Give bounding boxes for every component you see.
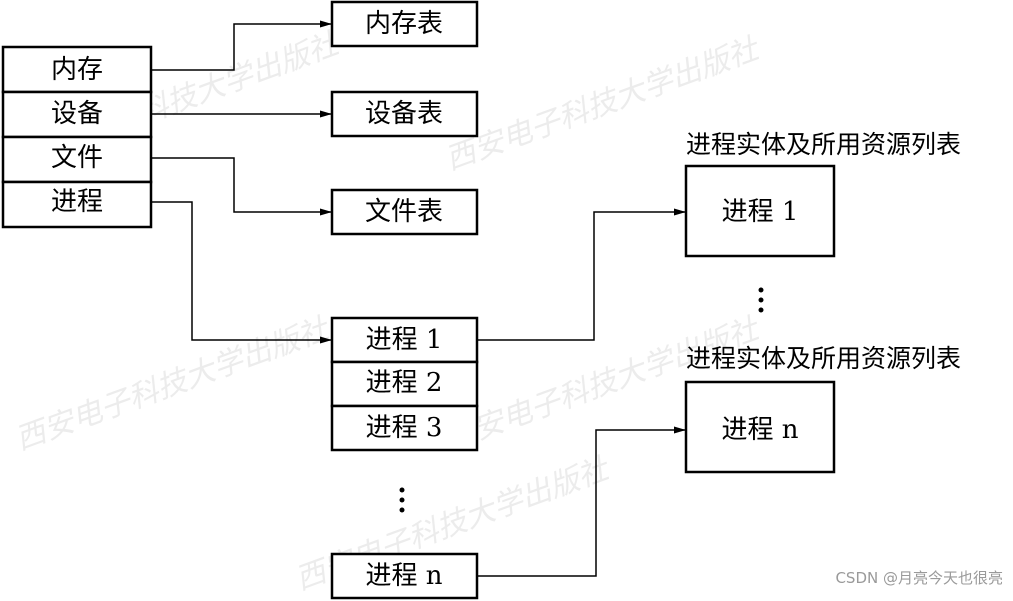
process-entities: 进程实体及所用资源列表 进程 1 进程实体及所用资源列表 进程 n — [684, 130, 961, 474]
memory-table-box — [330, 0, 479, 48]
process-entity-n-box — [684, 380, 836, 474]
process-entity-caption-1: 进程实体及所用资源列表 — [686, 130, 961, 159]
memory-table-label: 内存表 — [365, 9, 443, 39]
resource-index-file-box — [1, 135, 153, 184]
process-entity-caption-n: 进程实体及所用资源列表 — [686, 344, 961, 373]
process-table-entry-n-box — [330, 552, 479, 600]
connector-process-n-to-entity-n — [477, 426, 686, 577]
connector-file-to-file-table — [151, 157, 332, 216]
process-entity-1-box — [684, 164, 836, 258]
connector-process-to-process-table — [151, 201, 332, 344]
connector-memory-to-memory-table — [151, 20, 332, 71]
credit-text: CSDN @月亮今天也很亮 — [835, 569, 1003, 587]
file-table-box — [330, 188, 479, 236]
resource-index-file-label: 文件 — [51, 143, 103, 173]
connector-process-1-to-entity-1 — [477, 208, 686, 341]
process-table-ellipsis — [399, 487, 405, 513]
process-entity-n-label: 进程 n — [721, 415, 798, 445]
resource-index-list: 内存 设备 文件 进程 — [1, 45, 153, 229]
process-table-entry-n-label: 进程 n — [365, 561, 442, 591]
device-table-box — [330, 90, 479, 138]
process-entity-ellipsis — [758, 287, 764, 313]
process-table-entry-3-box — [330, 404, 479, 452]
resource-index-device-label: 设备 — [51, 99, 103, 129]
resource-index-memory-label: 内存 — [51, 55, 103, 85]
process-entity-1-label: 进程 1 — [722, 197, 799, 227]
file-table-label: 文件表 — [365, 197, 443, 227]
resource-index-process-label: 进程 — [51, 187, 103, 217]
connectors — [151, 20, 686, 577]
process-table-entry-2-label: 进程 2 — [366, 368, 443, 398]
resource-index-process-box — [1, 180, 153, 229]
process-table-entry-1-label: 进程 1 — [366, 325, 443, 355]
resource-tables: 内存表 设备表 文件表 — [330, 0, 479, 236]
process-table-entry-3-label: 进程 3 — [366, 413, 443, 443]
process-table: 进程 1 进程 2 进程 3 进程 n — [330, 316, 479, 600]
resource-index-memory-box — [1, 45, 153, 94]
watermark-text: 西安电子科技大学出版社 — [11, 311, 336, 458]
device-table-label: 设备表 — [365, 99, 443, 129]
